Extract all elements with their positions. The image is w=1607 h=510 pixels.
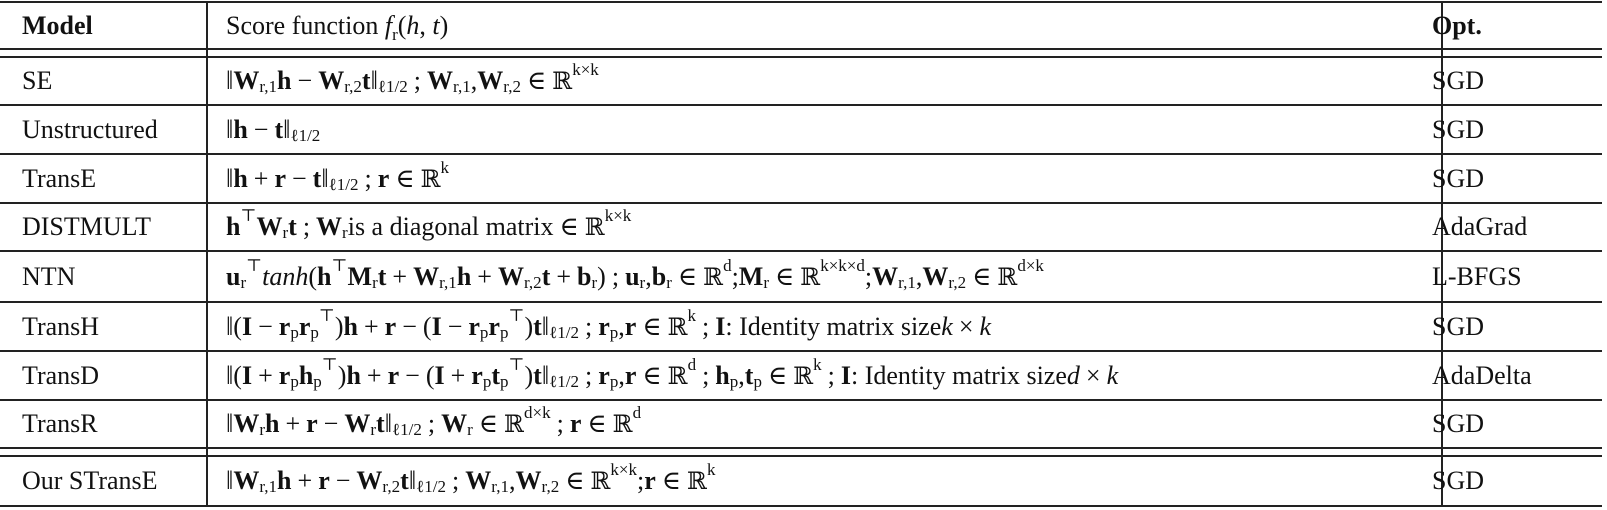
optimizer-cell: SGD <box>1432 311 1485 341</box>
optimizer-cell: L-BFGS <box>1432 261 1522 291</box>
model-name-cell: TransH <box>22 311 100 341</box>
optimizer-cell: SGD <box>1432 163 1485 193</box>
header-rule-2 <box>0 56 1602 58</box>
row-rule <box>0 250 1602 252</box>
column-divider-opt <box>1441 1 1443 507</box>
model-name-cell: TransD <box>22 360 100 390</box>
model-name-cell: TransR <box>22 409 98 438</box>
header-model-label: Model <box>22 10 93 40</box>
header-model: Model <box>22 3 202 48</box>
optimizer-cell: SGD <box>1432 409 1485 438</box>
optimizer-cell: AdaDelta <box>1432 360 1532 390</box>
score-function-cell: ‖h−t‖ℓ1/2 <box>226 114 321 145</box>
model-name-cell: Unstructured <box>22 114 158 144</box>
optimizer-cell: SGD <box>1432 114 1485 144</box>
header-score-label: Score function <box>226 10 379 40</box>
row-rule <box>0 104 1602 106</box>
model-name-cell: TransE <box>22 163 97 193</box>
row-rule <box>0 202 1602 204</box>
model-name-cell: SE <box>22 66 53 95</box>
header-score-math: fr(h, t) <box>384 10 449 44</box>
row-rule <box>0 301 1602 303</box>
separator-rule-1 <box>0 447 1602 449</box>
header-opt: Opt. <box>1432 3 1592 48</box>
model-name-cell: DISTMULT <box>22 212 152 241</box>
row-rule <box>0 399 1602 401</box>
header-score-function: Score function fr(h, t) <box>226 3 1426 48</box>
row-rule <box>0 153 1602 155</box>
separator-rule-2 <box>0 455 1602 457</box>
top-rule <box>0 1 1602 3</box>
model-name-cell: NTN <box>22 261 76 291</box>
model-name-cell: Our STransE <box>22 466 158 495</box>
row-rule <box>0 350 1602 352</box>
optimizer-cell: SGD <box>1432 66 1485 95</box>
optimizer-cell: SGD <box>1432 466 1485 495</box>
header-rule-1 <box>0 48 1602 50</box>
optimizer-cell: AdaGrad <box>1432 212 1528 241</box>
column-divider-model <box>206 1 208 507</box>
bottom-rule <box>0 505 1602 507</box>
header-opt-label: Opt. <box>1432 10 1482 40</box>
